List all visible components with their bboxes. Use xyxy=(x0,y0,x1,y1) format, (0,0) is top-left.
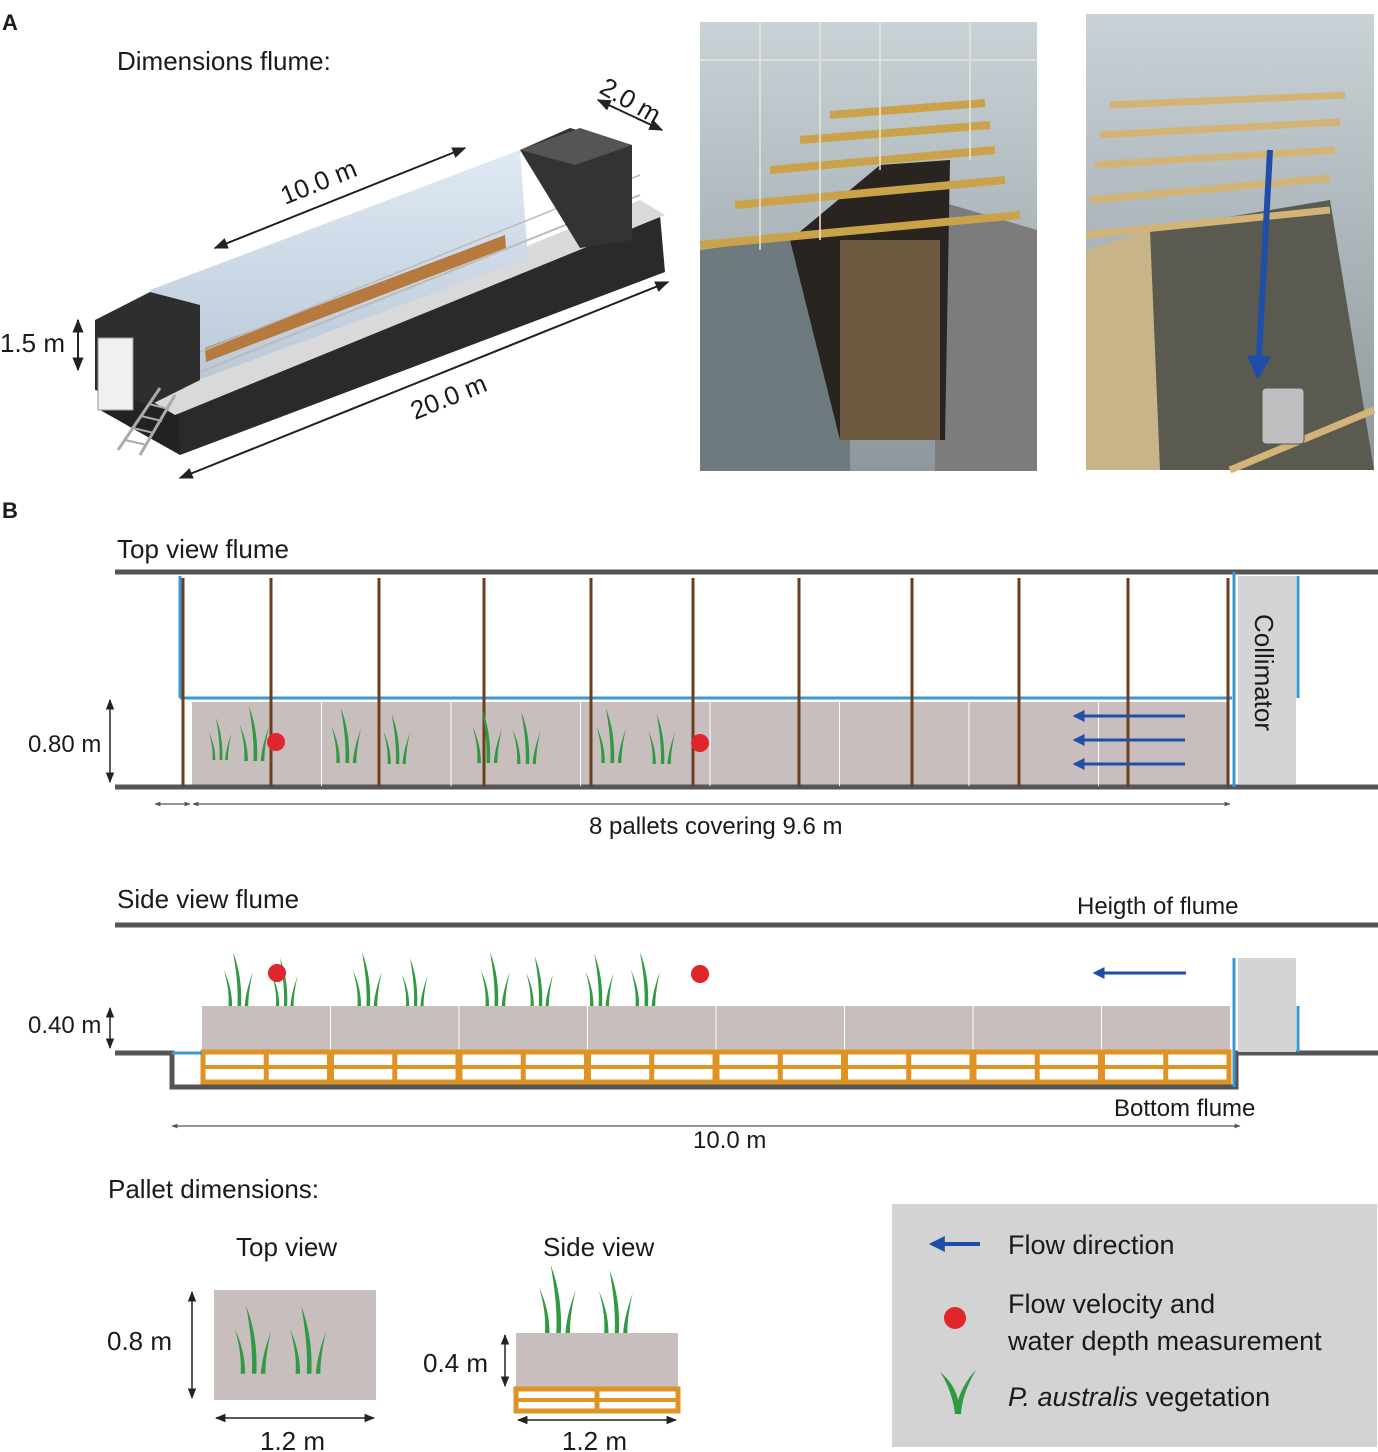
dim-1-5m-label: 1.5 m xyxy=(0,328,65,358)
side-view-vegetation xyxy=(224,952,660,1006)
photo-flume-camera xyxy=(1085,14,1376,474)
pallet-side-view-wood xyxy=(513,1386,681,1414)
legend-vegetation-suffix: vegetation xyxy=(1138,1382,1270,1412)
side-view-collimator xyxy=(1238,958,1296,1052)
side-view-height-label: Heigth of flume xyxy=(1077,893,1238,920)
pallet-top-width-label: 1.2 m xyxy=(260,1426,325,1452)
panel-b-letter: B xyxy=(2,498,18,523)
top-view-diagram: Collimator xyxy=(115,569,1378,790)
legend-vegetation: P. australis vegetation xyxy=(1008,1382,1270,1412)
legend-measurement-line2: water depth measurement xyxy=(1007,1326,1322,1356)
panel-a-title: Dimensions flume: xyxy=(117,46,331,76)
pallet-top-view-title: Top view xyxy=(236,1232,337,1262)
pallet-side-width-label: 1.2 m xyxy=(562,1426,627,1452)
side-view-measurement-point-2 xyxy=(691,965,709,983)
collimator-label: Collimator xyxy=(1249,614,1279,731)
top-view-title: Top view flume xyxy=(117,534,289,564)
side-view-measurement-point-1 xyxy=(268,964,286,982)
top-view-measurement-point-2 xyxy=(691,734,709,752)
dim-10m-arrow xyxy=(213,147,467,249)
legend-vegetation-species: P. australis xyxy=(1008,1382,1138,1412)
legend-measurement-line1: Flow velocity and xyxy=(1008,1289,1215,1319)
top-view-pallets-label: 8 pallets covering 9.6 m xyxy=(589,813,842,840)
pallet-top-height-label: 0.8 m xyxy=(107,1326,172,1356)
panel-a-letter: A xyxy=(2,10,18,35)
dim-2m-label: 2.0 m xyxy=(595,71,666,129)
pallet-side-view-vegetation xyxy=(539,1265,633,1333)
dim-10m-label: 10.0 m xyxy=(276,153,361,211)
side-view-bottom-label: Bottom flume xyxy=(1114,1095,1255,1122)
side-view-floor xyxy=(115,1050,1378,1090)
legend-flow-direction: Flow direction xyxy=(1008,1230,1175,1260)
pallet-side-height-label: 0.4 m xyxy=(423,1348,488,1378)
top-view-measurement-point-1 xyxy=(267,733,285,751)
side-view-depth-label: 0.40 m xyxy=(28,1012,101,1039)
side-view-pallet-wood xyxy=(200,1049,1232,1085)
collimator-box xyxy=(1238,576,1296,784)
dim-20m-label: 20.0 m xyxy=(406,368,491,426)
side-view-title: Side view flume xyxy=(117,884,299,914)
side-view-diagram xyxy=(115,922,1378,1090)
dim-20m-arrow xyxy=(178,281,670,479)
pallet-dims-title: Pallet dimensions: xyxy=(108,1174,319,1204)
top-view-posts xyxy=(181,578,1230,787)
flume-3d-model xyxy=(95,128,665,456)
pallet-side-view-title: Side view xyxy=(543,1232,654,1262)
top-view-flow-arrows xyxy=(1072,710,1185,770)
dim-2m-arrow xyxy=(596,99,664,131)
photo-greenhouse-flume xyxy=(699,22,1037,471)
top-view-width-label: 0.80 m xyxy=(28,731,101,758)
legend-measurement-dot-icon xyxy=(944,1307,966,1329)
legend: Flow direction Flow velocity and water d… xyxy=(892,1204,1377,1447)
side-view-length-label: 10.0 m xyxy=(693,1127,766,1154)
legend-vegetation-icon xyxy=(940,1370,976,1414)
pallet-side-view-block xyxy=(516,1333,678,1389)
